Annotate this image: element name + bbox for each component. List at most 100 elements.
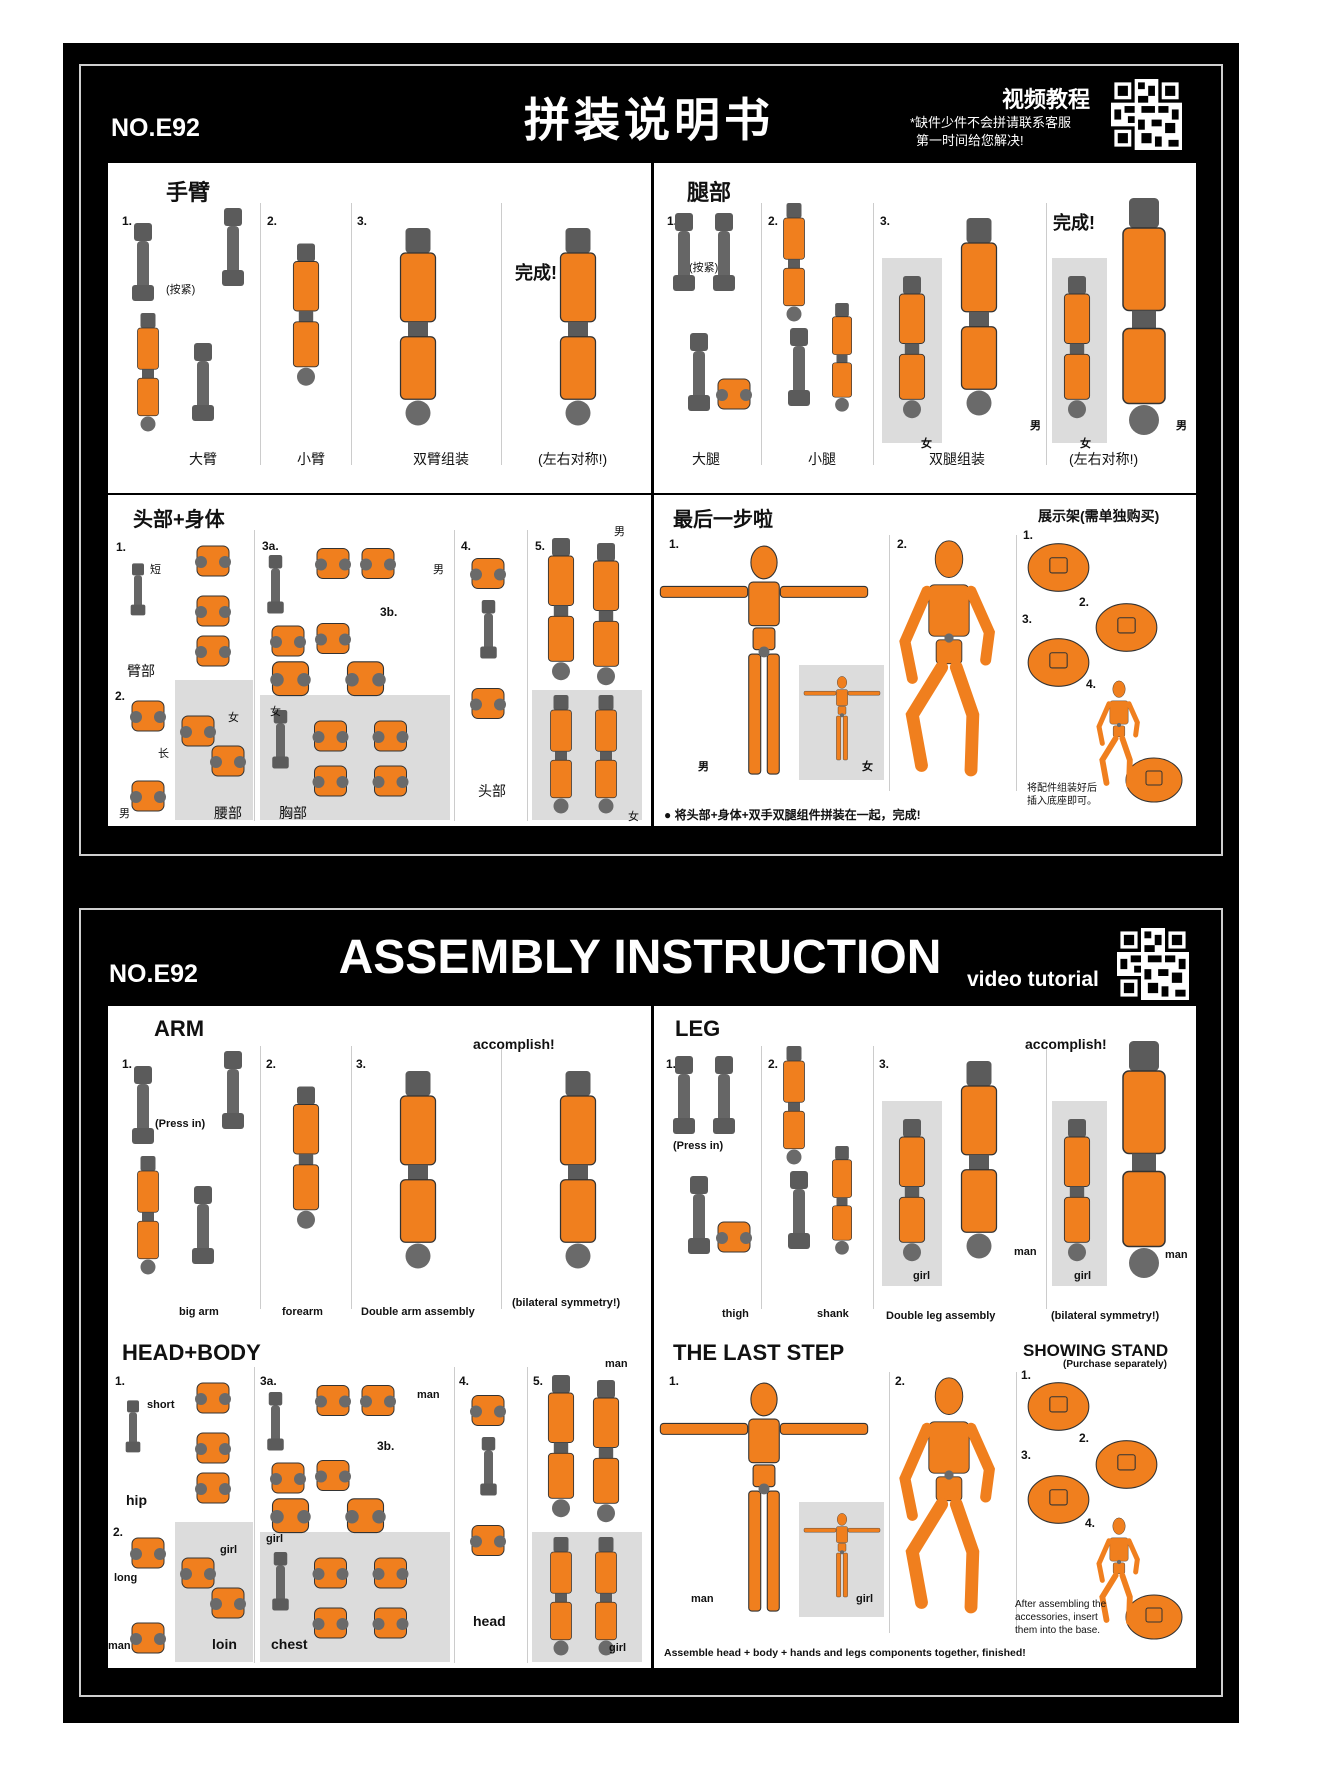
girl-label: girl <box>913 1270 931 1282</box>
step-divider <box>1016 535 1017 791</box>
press-in-note: (按紧) <box>166 284 196 296</box>
body-part-icon <box>128 1532 168 1572</box>
body-part-icon <box>128 1617 168 1657</box>
stand-note-line2: accessories, insert <box>1015 1612 1098 1623</box>
joint-part-icon <box>669 213 699 293</box>
stand-base-icon <box>1026 1379 1091 1434</box>
joint-part-icon <box>669 1056 699 1136</box>
limb-part-icon <box>543 530 579 690</box>
step-number: 2. <box>897 537 908 551</box>
step-divider <box>761 203 762 465</box>
section-title: ARM <box>154 1016 205 1041</box>
step-divider <box>1046 203 1047 465</box>
joint-part-icon <box>268 1552 293 1612</box>
limb-part-icon <box>543 1537 579 1657</box>
joint-part-icon <box>188 343 218 423</box>
step-number: 2. <box>1079 1431 1090 1445</box>
panel-leg: LEG 1. 2. 3. (Press in) accomplish! man … <box>654 1006 1196 1337</box>
stand-note-line1: After assembling the <box>1015 1599 1107 1610</box>
robot-figure-icon <box>802 670 882 770</box>
limb-part-icon <box>588 1377 624 1527</box>
section-title: LEG <box>675 1016 721 1041</box>
panel-head-body: 头部+身体 1. 2. 3a. 3b. 4. 5. <box>108 495 651 826</box>
step-divider <box>454 530 455 821</box>
joint-part-icon <box>188 1186 218 1266</box>
step-number: 1. <box>115 1374 126 1388</box>
step-number: 3b. <box>377 1439 395 1453</box>
hip-label: 臂部 <box>127 663 155 679</box>
body-part-icon <box>193 1377 233 1417</box>
limb-part-icon <box>824 303 860 413</box>
caption-thigh: thigh <box>722 1308 749 1320</box>
body-part-icon <box>313 1377 353 1422</box>
long-label: long <box>114 1572 138 1584</box>
english-instruction-sheet: NO.E92 ASSEMBLY INSTRUCTION video tutori… <box>79 908 1223 1697</box>
body-part-icon <box>128 695 168 735</box>
press-in-note: (Press in) <box>673 1140 724 1152</box>
highlight-box <box>260 695 450 820</box>
body-part-icon <box>358 540 398 585</box>
body-part-icon <box>308 715 353 755</box>
qr-code-icon[interactable] <box>1111 79 1182 150</box>
girl-label: girl <box>1074 1270 1092 1282</box>
step-number: 1. <box>1023 528 1034 542</box>
caption-shank: 小腿 <box>808 451 836 467</box>
man-label: 男 <box>119 808 130 820</box>
body-part-icon <box>368 1552 413 1592</box>
section-title: 手臂 <box>166 180 211 205</box>
step-number: 5. <box>533 1374 544 1388</box>
step-number: 3. <box>357 214 368 228</box>
step-number: 1. <box>669 537 680 551</box>
step-number: 2. <box>895 1374 906 1388</box>
step-divider <box>501 1046 502 1309</box>
stand-subtitle: (Purchase separately) <box>1063 1359 1167 1370</box>
step-divider <box>1016 1372 1017 1633</box>
step-number: 2. <box>768 214 779 228</box>
body-part-icon <box>714 353 754 433</box>
step-divider <box>260 203 261 465</box>
caption-big-arm: 大臂 <box>189 451 217 467</box>
step-divider <box>254 1367 255 1663</box>
done-label: 完成! <box>515 263 557 283</box>
support-note-line2: 第一时间给您解决! <box>916 133 1024 148</box>
hip-label: hip <box>126 1492 147 1508</box>
man-label: man <box>417 1389 440 1401</box>
girl-label: 女 <box>862 761 873 773</box>
limb-part-icon <box>894 263 930 433</box>
limb-part-icon <box>1059 1106 1095 1276</box>
step-divider <box>761 1046 762 1309</box>
step-number: 1. <box>122 1057 133 1071</box>
joint-part-icon <box>784 313 814 423</box>
body-part-icon <box>193 590 233 630</box>
limb-part-icon <box>543 1367 579 1527</box>
joint-part-icon <box>268 710 293 770</box>
panel-arm: ARM 1. 2. 3. (Press in) accomplish! big … <box>108 1006 651 1337</box>
panel-head-body: HEAD+BODY 1. 2. 3a. 3b. 4. 5. <box>108 1337 651 1668</box>
model-number: NO.E92 <box>109 960 198 988</box>
girl-label: 女 <box>921 438 932 450</box>
step-divider <box>501 203 502 465</box>
short-label: short <box>147 1399 175 1411</box>
stand-base-icon <box>1094 600 1159 655</box>
limb-part-icon <box>954 193 1004 443</box>
step-number: 2. <box>768 1057 779 1071</box>
robot-figure-icon <box>802 1507 882 1607</box>
step-number: 1. <box>122 214 133 228</box>
stand-note-line3: them into the base. <box>1015 1625 1101 1636</box>
body-part-icon <box>308 760 353 800</box>
panel-leg: 腿部 1. 2. 3. (按紧) 完成! 男 男 女 女 大腿 小腿 双腿组装 … <box>654 163 1196 493</box>
step-divider <box>889 535 890 791</box>
joint-part-icon <box>263 555 288 615</box>
section-title: 最后一步啦 <box>673 509 773 531</box>
done-label: accomplish! <box>1025 1036 1107 1052</box>
step-divider <box>260 1046 261 1309</box>
loin-label: 腰部 <box>214 805 242 821</box>
caption-double-arm: 双臂组装 <box>413 451 469 467</box>
man-label: 男 <box>698 761 709 773</box>
step-divider <box>351 203 352 465</box>
stand-note-line1: 将配件组装好后 <box>1027 783 1097 794</box>
step-number: 3. <box>880 214 891 228</box>
page-title: 拼装说明书 <box>524 94 774 146</box>
qr-code-icon[interactable] <box>1117 928 1189 1000</box>
man-label: 男 <box>1176 420 1187 432</box>
